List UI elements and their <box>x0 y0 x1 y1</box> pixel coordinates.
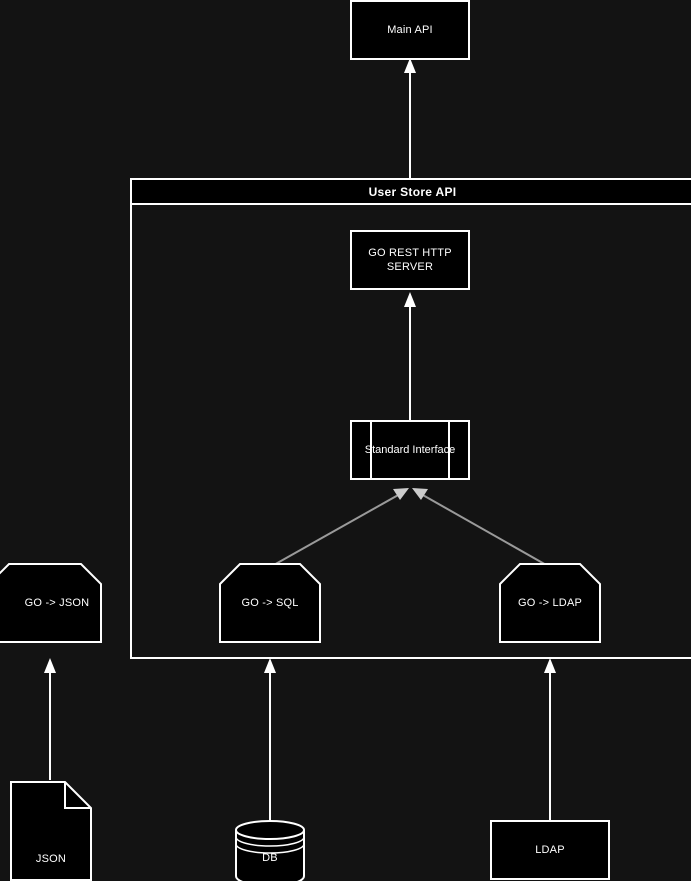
node-go-json-label: GO -> JSON <box>24 597 90 609</box>
node-main-api-label: Main API <box>387 24 433 36</box>
node-ldap[interactable]: LDAP <box>490 820 610 880</box>
component-rule-right-icon <box>448 422 450 478</box>
node-standard-interface-label: Standard Interface <box>364 443 456 456</box>
node-db-label: DB <box>262 852 278 864</box>
node-go-sql-label: GO -> SQL <box>241 597 299 609</box>
node-json-file[interactable]: JSON <box>10 781 92 881</box>
node-db[interactable]: DB <box>235 818 305 881</box>
node-standard-interface[interactable]: Standard Interface <box>350 420 470 480</box>
edge-ldap-to-goldap <box>544 658 556 820</box>
component-rule-left-icon <box>370 422 372 478</box>
edge-userstore-to-mainapi <box>404 58 416 180</box>
edge-jsonfile-to-gojson <box>44 658 56 780</box>
node-go-ldap-label: GO -> LDAP <box>517 597 583 609</box>
node-main-api[interactable]: Main API <box>350 0 470 60</box>
node-go-sql[interactable]: GO -> SQL <box>219 563 321 643</box>
node-go-rest-http-server[interactable]: GO REST HTTP SERVER <box>350 230 470 290</box>
container-title-label: User Store API <box>368 184 457 199</box>
node-go-ldap[interactable]: GO -> LDAP <box>499 563 601 643</box>
node-ldap-label: LDAP <box>535 844 565 856</box>
node-go-json[interactable]: GO -> JSON <box>0 563 102 643</box>
container-user-store-api-title[interactable]: User Store API <box>130 178 691 205</box>
edge-db-to-gosql <box>264 658 276 820</box>
node-json-file-label: JSON <box>35 853 67 865</box>
node-go-rest-http-server-label: GO REST HTTP SERVER <box>368 247 452 273</box>
